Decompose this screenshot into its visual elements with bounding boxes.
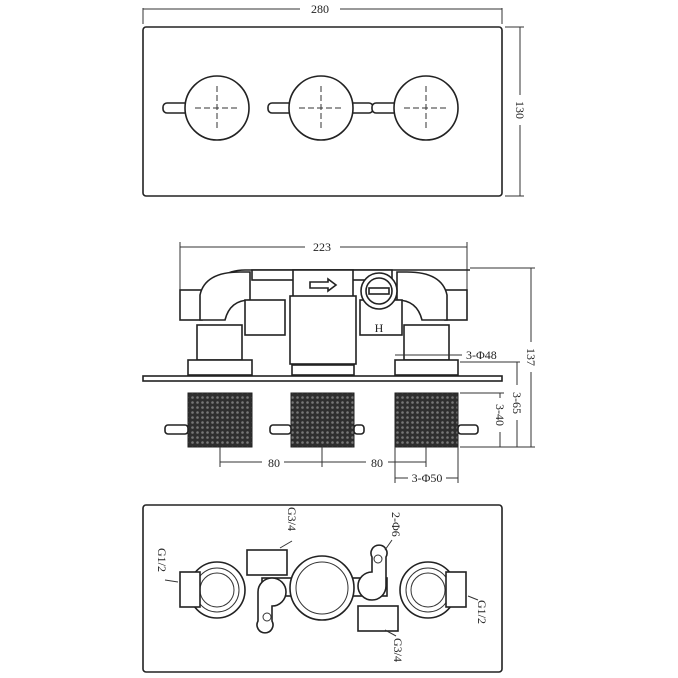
bottom-view: G3/4 2-Φ6 G1/2 G1/2 G3/4 <box>142 504 503 673</box>
mount-holes-label: 2-Φ6 <box>389 512 403 537</box>
spacing-left-dimension: 80 <box>268 456 280 470</box>
knob-length-dimension: 3-40 <box>493 404 507 426</box>
handle-left <box>162 75 250 141</box>
hot-marker: H <box>375 321 384 335</box>
knob-diameter-dimension: 3-Φ50 <box>412 471 443 485</box>
knob-right <box>394 392 459 448</box>
knob-depth-dimension: 3-65 <box>510 392 524 414</box>
knob-middle <box>290 392 355 448</box>
inlet-right-label: G1/2 <box>475 600 489 624</box>
spacing-right-dimension: 80 <box>371 456 383 470</box>
knob-left <box>187 392 253 448</box>
faceplate-side <box>142 375 503 382</box>
handle-right <box>371 75 459 141</box>
inlet-left-label: G1/2 <box>155 548 169 572</box>
height-dimension: 130 <box>513 101 527 119</box>
knurled-knobs <box>164 392 479 448</box>
valve-body-rear <box>179 544 467 634</box>
outlet-bottom-label: G3/4 <box>391 638 405 662</box>
body-width-dimension: 223 <box>313 240 331 254</box>
handle-middle <box>267 75 374 141</box>
width-dimension: 280 <box>311 2 329 16</box>
outlet-top-label: G3/4 <box>285 507 299 531</box>
body-diameter-dimension: 3-Φ48 <box>466 348 497 362</box>
top-view: 280 130 <box>142 2 527 197</box>
total-depth-dimension: 137 <box>524 348 538 366</box>
side-view: 223 H <box>142 240 538 485</box>
valve-body: H <box>179 269 470 376</box>
